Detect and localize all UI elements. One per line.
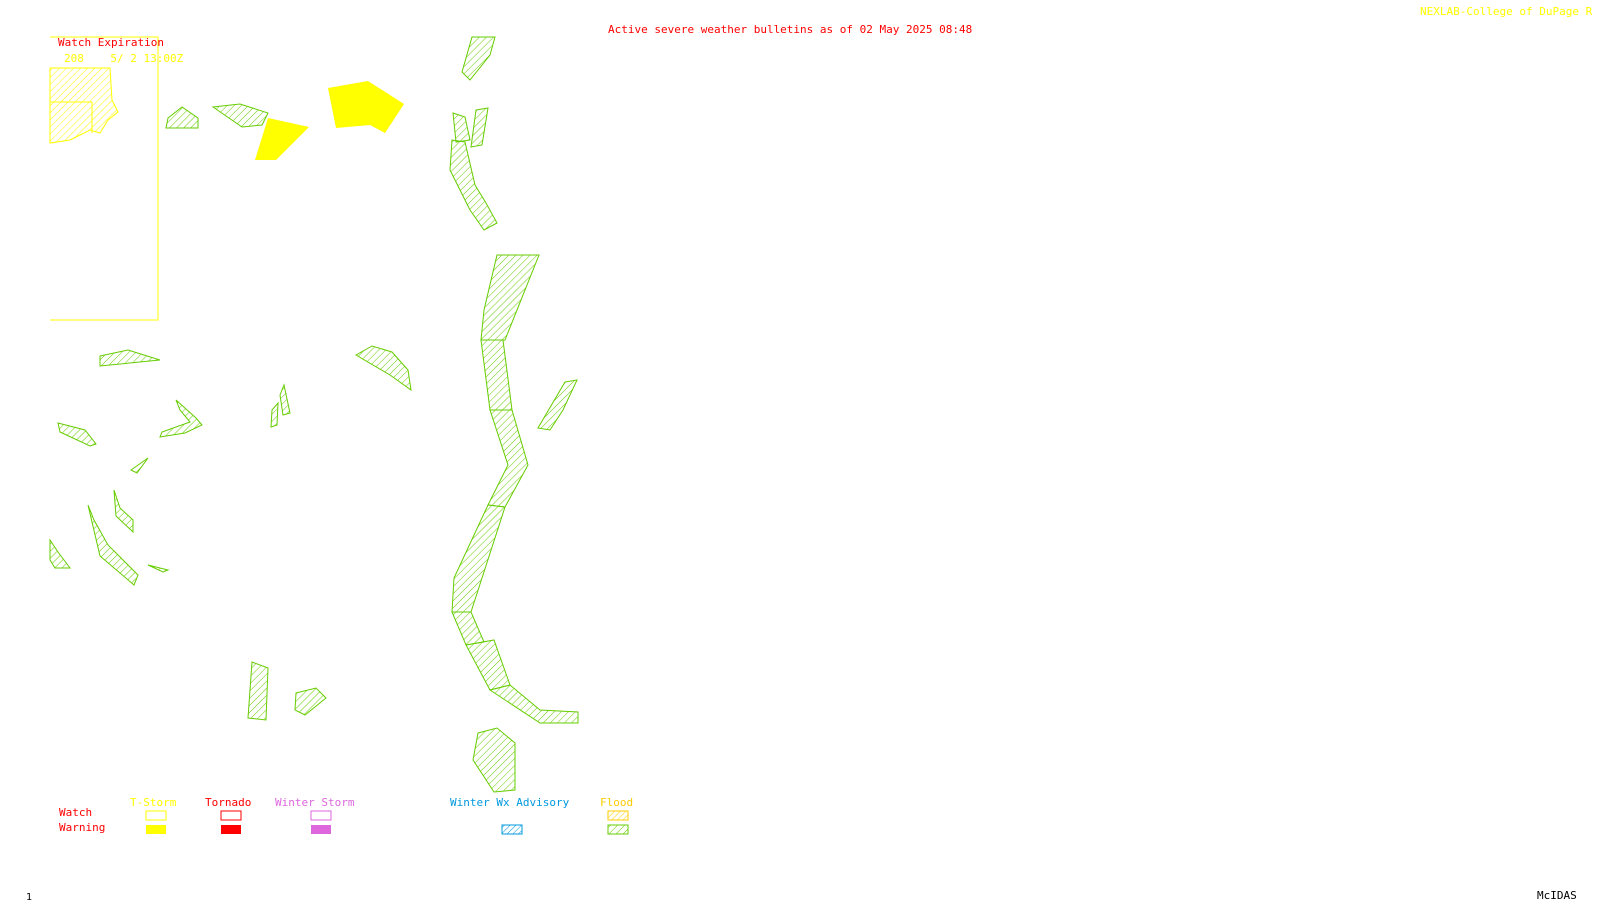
legend-flood-label: Flood: [600, 796, 634, 809]
flood-warning-polygon: [159, 399, 203, 438]
tstorm-watch-208-outline: [50, 36, 159, 321]
flood-warning-polygon: [354, 345, 412, 392]
frame-number: 1: [26, 892, 33, 903]
page-title: Active severe weather bulletins as of 02…: [608, 23, 973, 36]
flood-warning-polygon: [465, 639, 511, 691]
flood-warning-polygon: [147, 564, 170, 573]
flood-warning-polygon: [461, 36, 496, 81]
flood-warning-polygon: [99, 349, 161, 367]
flood-warning-polygon: [130, 457, 149, 474]
watch-expiry-time: 5/ 2 13:00Z: [110, 52, 184, 65]
legend-winter-storm-watch-swatch: [310, 810, 332, 821]
flood-warning-polygon: [87, 504, 139, 586]
flood-warning-polygon: [470, 107, 489, 148]
flood-warning-polygon: [488, 684, 579, 724]
legend-tstorm-warning-swatch: [146, 825, 166, 834]
flood-warning-polygon: [279, 383, 291, 416]
flood-warning-polygon: [472, 727, 516, 793]
flood-warning-polygon: [480, 254, 540, 341]
legend-winter-storm-label: Winter Storm: [275, 796, 355, 809]
flood-warning-polygon: [449, 139, 498, 231]
watch-expiration-title: Watch Expiration: [58, 36, 164, 49]
legend-flood-watch-swatch: [607, 810, 629, 821]
flood-warning-polygon: [451, 504, 506, 613]
watch-expiration-entry: 208 5/ 2 13:00Z: [64, 53, 183, 65]
flood-warning-polygon: [165, 106, 199, 129]
legend-watch-row-label: Watch: [59, 806, 93, 819]
flood-warning-polygon: [49, 538, 71, 569]
legend-swatches: [145, 810, 629, 835]
flood-warning-polygon: [247, 661, 269, 721]
credit-label: NEXLAB-College of DuPage R: [1420, 5, 1593, 18]
legend-tornado-label: Tornado: [205, 796, 252, 809]
flood-warning-polygon: [270, 401, 279, 428]
legend-tornado-warning-swatch: [221, 825, 241, 834]
flood-warning-polygon: [211, 103, 269, 128]
legend-winter-wx-advisory-swatch: [501, 824, 523, 835]
legend-tornado-watch-swatch: [220, 810, 242, 821]
legend-tstorm-watch-swatch: [145, 810, 167, 821]
flood-warning-polygon: [452, 112, 471, 143]
flood-watch-area: [49, 67, 119, 144]
legend-winter-wx-advisory-label: Winter Wx Advisory: [450, 796, 570, 809]
flood-warning-polygon: [294, 687, 327, 716]
legend-flood-warning-swatch: [607, 824, 629, 835]
tstorm-warning-polygon: [328, 81, 404, 133]
flood-warning-polygon: [487, 409, 529, 508]
legend-tstorm-label: T-Storm: [130, 796, 177, 809]
legend-warning-row-label: Warning: [59, 821, 106, 834]
flood-warning-polygons: [49, 36, 579, 793]
legend-winter-storm-warning-swatch: [311, 825, 331, 834]
flood-warning-polygon: [537, 379, 578, 431]
watch-number: 208: [64, 52, 84, 65]
flood-warning-polygon: [451, 611, 485, 646]
flood-warning-polygon: [113, 489, 134, 534]
tstorm-warning-polygon: [255, 118, 309, 160]
flood-warning-polygon: [57, 422, 97, 447]
flood-warning-polygon: [480, 339, 513, 411]
software-label: McIDAS: [1537, 889, 1577, 902]
